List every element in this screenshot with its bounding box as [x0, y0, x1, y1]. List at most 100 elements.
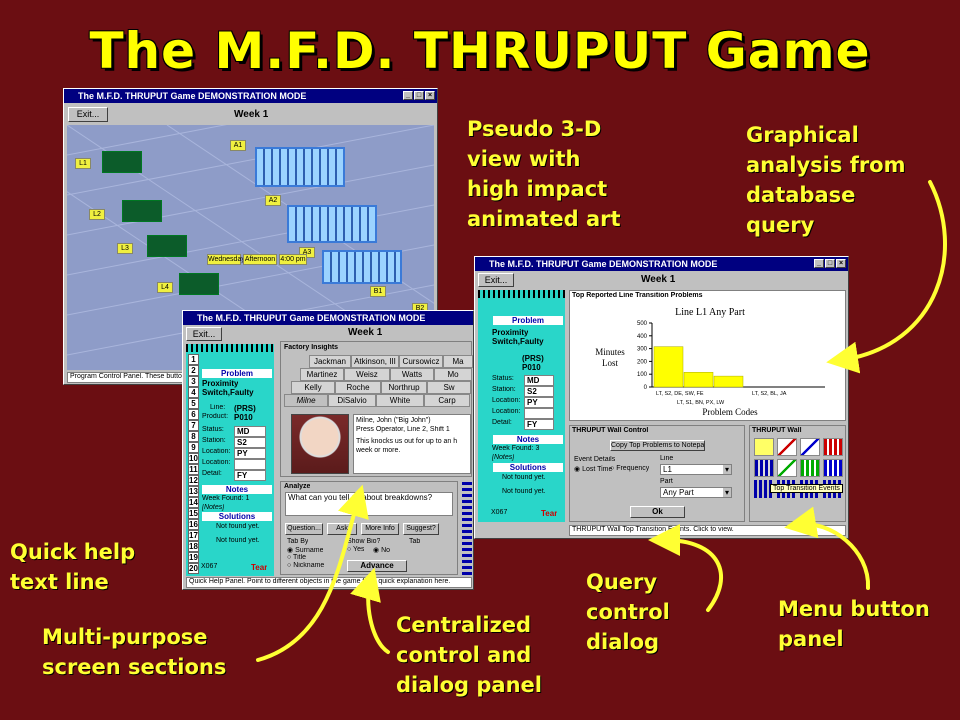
solution-b[interactable]: Not found yet. — [216, 537, 260, 544]
tab-sw[interactable]: Sw — [427, 381, 471, 394]
notepad-menu-icon[interactable] — [754, 438, 774, 456]
exit-button[interactable]: Exit... — [186, 327, 222, 341]
part-select[interactable]: Any Part▾ — [660, 487, 732, 498]
tab-carp[interactable]: Carp — [424, 394, 470, 407]
tab-martinez[interactable]: Martinez — [300, 368, 344, 381]
tab-northrup[interactable]: Northrup — [381, 381, 427, 394]
solutions-header: Solutions — [493, 463, 563, 472]
close-icon[interactable]: × — [425, 91, 435, 100]
line-label-l2[interactable]: L2 — [89, 209, 105, 220]
solution-a[interactable]: Not found yet. — [502, 474, 546, 481]
exit-button[interactable]: Exit... — [478, 273, 514, 287]
tab-by-surname[interactable]: ◉ Surname — [287, 547, 324, 554]
exit-button[interactable]: Exit... — [68, 107, 108, 122]
tab-ma[interactable]: Ma — [443, 355, 473, 368]
bar-chart-icon[interactable] — [823, 438, 843, 456]
column-chart-icon[interactable] — [823, 459, 843, 477]
y-axis-label-2: Lost — [602, 358, 619, 368]
rack-l2[interactable] — [122, 200, 162, 222]
tear-button[interactable]: Tear — [541, 509, 558, 518]
callout-centralized: Centralized control and dialog panel — [396, 610, 542, 700]
transition-bars-icon-1[interactable] — [754, 480, 774, 498]
line-label-l4[interactable]: L4 — [157, 282, 173, 293]
location-field[interactable]: PY — [524, 397, 554, 408]
line-chart-icon[interactable] — [800, 438, 820, 456]
tab-watts[interactable]: Watts — [390, 368, 434, 381]
location-field[interactable]: PY — [234, 448, 266, 459]
station-field[interactable]: S2 — [234, 437, 266, 448]
minimize-icon[interactable]: _ — [403, 91, 413, 100]
radio-lost-time[interactable]: ◉ Lost Time — [574, 466, 613, 473]
tab-weisz[interactable]: Weisz — [344, 368, 390, 381]
tab-disalvio[interactable]: DiSalvio — [328, 394, 376, 407]
maximize-icon[interactable]: □ — [825, 259, 835, 268]
detail-field[interactable]: FY — [524, 419, 554, 430]
maximize-icon[interactable]: □ — [414, 91, 424, 100]
tab-cursowicz[interactable]: Cursowicz — [399, 355, 443, 368]
row-number: 8 — [188, 431, 199, 442]
machine-a1[interactable] — [255, 147, 345, 187]
item-code: X067 — [491, 509, 508, 516]
line-select[interactable]: L1 ▾ — [660, 464, 732, 475]
tab-by-title[interactable]: ○ Title — [287, 554, 307, 561]
machine-a2[interactable] — [287, 205, 377, 243]
arrow-menu-panel — [784, 506, 871, 590]
area-label-b1[interactable]: B1 — [370, 286, 386, 297]
area-label-a1[interactable]: A1 — [230, 140, 246, 151]
tab-by-nickname[interactable]: ○ Nickname — [287, 562, 325, 569]
line-select-value: L1 — [663, 465, 672, 474]
detail-field[interactable]: FY — [234, 470, 266, 481]
problem-notepad[interactable]: Problem Proximity Switch,Faulty (PRS) P0… — [478, 290, 565, 522]
tab-kelly[interactable]: Kelly — [291, 381, 335, 394]
line-label-l1[interactable]: L1 — [75, 158, 91, 169]
more-info-button[interactable]: More Info — [361, 523, 399, 535]
status-field[interactable]: MD — [524, 375, 554, 386]
histogram-chart-icon[interactable] — [800, 459, 820, 477]
tear-button[interactable]: Tear — [251, 563, 268, 572]
tab-atkinson[interactable]: Atkinson, III — [351, 355, 399, 368]
row-number: 12 — [188, 475, 199, 486]
area-label-a2[interactable]: A2 — [265, 195, 281, 206]
callout-line: Graphical — [746, 123, 859, 147]
chevron-down-icon[interactable]: ▾ — [723, 488, 731, 497]
y-tick-label: 200 — [637, 359, 648, 365]
trend-chart-icon[interactable] — [777, 438, 797, 456]
area-label-a3[interactable]: A3 — [299, 247, 315, 258]
minimize-icon[interactable]: _ — [814, 259, 824, 268]
pareto-chart-icon[interactable] — [754, 459, 774, 477]
copy-to-notepad-button[interactable]: Copy Top Problems to Notepad — [610, 440, 705, 451]
ok-button[interactable]: Ok — [630, 506, 685, 518]
question-button[interactable]: Question... — [285, 523, 323, 535]
bar-chart[interactable]: Line L1 Any Part Minutes Lost Problem Co… — [570, 301, 847, 421]
location2-field[interactable] — [524, 408, 554, 419]
week-label: Week 1 — [234, 109, 269, 120]
location-label: Location: — [492, 397, 521, 404]
show-bio-no[interactable]: ◉ No — [373, 547, 391, 554]
suggest-button[interactable]: Suggest? — [403, 523, 439, 535]
show-bio-yes[interactable]: ○ Yes — [347, 546, 365, 553]
solution-a[interactable]: Not found yet. — [216, 523, 260, 530]
station-field[interactable]: S2 — [524, 386, 554, 397]
callout-line: Quick help — [10, 540, 136, 564]
tab-mo[interactable]: Mo — [434, 368, 472, 381]
rack-l1[interactable] — [102, 151, 142, 173]
line-label-l3[interactable]: L3 — [117, 243, 133, 254]
status-field[interactable]: MD — [234, 426, 266, 437]
callout-quick-help: Quick help text line — [10, 537, 135, 597]
tab-jackman[interactable]: Jackman — [309, 355, 351, 368]
solution-b[interactable]: Not found yet. — [502, 488, 546, 495]
tab-white[interactable]: White — [376, 394, 424, 407]
scatter-chart-icon[interactable] — [777, 459, 797, 477]
notes-text: [Notes] — [492, 454, 515, 461]
tab-milne[interactable]: Milne — [284, 394, 328, 407]
chevron-down-icon[interactable]: ▾ — [723, 465, 731, 474]
rack-l3[interactable] — [147, 235, 187, 257]
y-tick-label: 300 — [637, 347, 648, 353]
location2-field[interactable] — [234, 459, 266, 470]
close-icon[interactable]: × — [836, 259, 846, 268]
radio-frequency[interactable]: ○ Frequency — [610, 465, 650, 472]
machine-a3[interactable] — [322, 250, 402, 284]
tab-roche[interactable]: Roche — [335, 381, 381, 394]
rack-l4[interactable] — [179, 273, 219, 295]
